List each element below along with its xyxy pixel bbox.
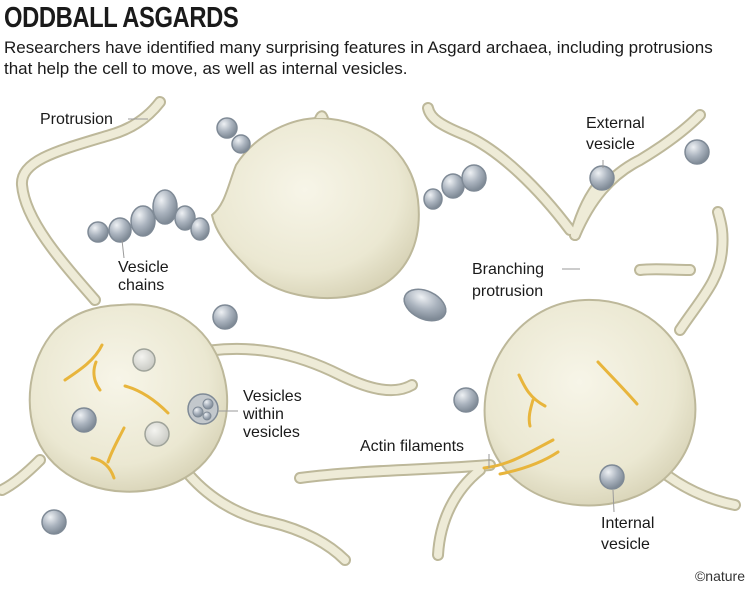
internal-vesicles xyxy=(132,348,625,490)
vesicle-within-vesicle xyxy=(71,393,219,433)
label-internal-vesicle-line2: vesicle xyxy=(601,536,650,553)
label-vesicles-within-line1: Vesicles xyxy=(243,388,302,405)
external-vesicles xyxy=(41,139,710,535)
label-protrusion: Protrusion xyxy=(40,111,113,128)
vesicle-chains xyxy=(87,117,487,322)
label-vesicles-within-line3: vesicles xyxy=(243,424,300,441)
label-actin-filaments: Actin filaments xyxy=(360,438,465,455)
label-vesicles-within-line2: within xyxy=(243,406,284,423)
label-external-vesicle-line2: vesicle xyxy=(586,136,635,153)
label-internal-vesicle-line1: Internal xyxy=(601,515,655,532)
leader-lines xyxy=(121,118,615,513)
label-vesicle-chains-line1: Vesicle xyxy=(118,259,169,276)
cell-right xyxy=(483,298,697,507)
nature-credit: ©nature xyxy=(694,568,745,584)
diagram-subtitle: Researchers have identified many surpris… xyxy=(4,38,713,78)
cell-left xyxy=(28,303,229,493)
label-branching-protrusion-line2: protrusion xyxy=(472,283,544,300)
actin-filaments xyxy=(63,343,639,480)
label-branching-protrusion-line1: Branching xyxy=(472,261,545,278)
cell-top xyxy=(210,116,420,299)
label-external-vesicle-line1: External xyxy=(586,115,645,132)
label-vesicle-chains-line2: chains xyxy=(118,277,165,294)
diagram-title: ODDBALL ASGARDS xyxy=(4,2,239,34)
